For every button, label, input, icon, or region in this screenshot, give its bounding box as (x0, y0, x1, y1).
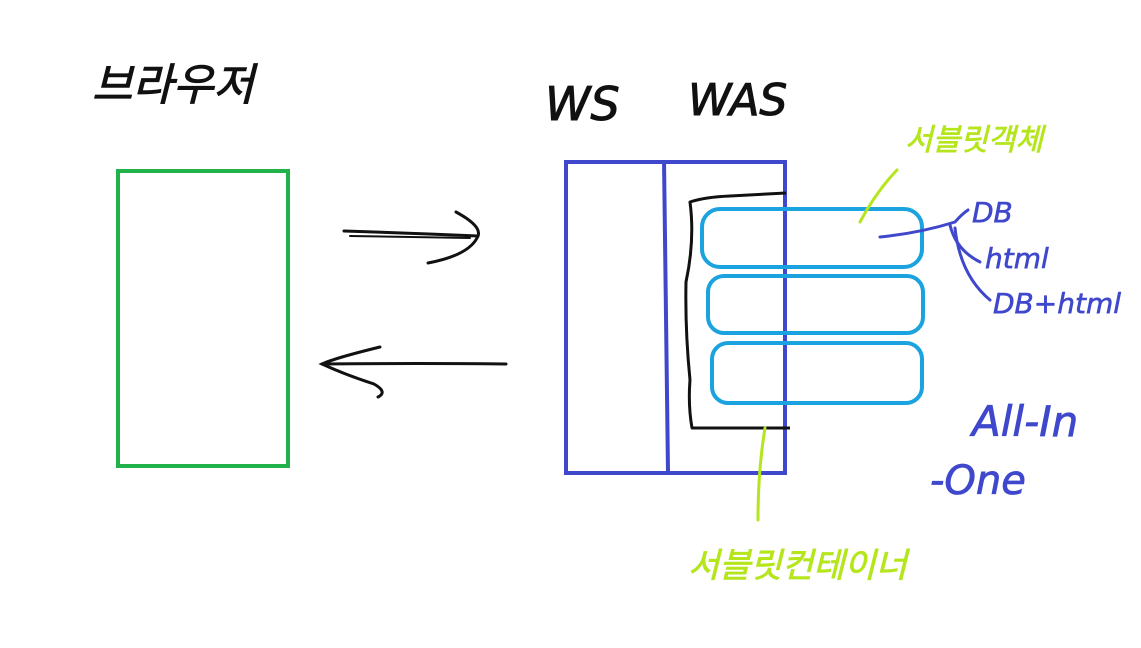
request-arrow (342, 210, 481, 265)
browser-label: 브라우저 (92, 60, 258, 111)
servlet-object-note: 서블릿객체 (858, 123, 1047, 224)
all-in-one-line1: All-In (969, 397, 1078, 446)
servlet-object-label: 서블릿객체 (905, 123, 1046, 158)
servlet-container-note: 서블릿컨테이너 (688, 426, 911, 586)
all-in-one-line2: -One (930, 458, 1026, 504)
content-pointer-lines (878, 208, 992, 302)
servlet-container-outline (684, 191, 790, 430)
db-label: DB (972, 196, 1013, 229)
servlet-cell-3 (710, 341, 924, 405)
browser-box (116, 169, 290, 468)
servlet-cell-2 (706, 274, 925, 335)
was-label: WAS (688, 75, 787, 126)
servlet-cell-1 (700, 207, 924, 269)
servlet-container-label: 서블릿컨테이너 (688, 546, 911, 586)
response-arrow (318, 345, 508, 399)
ws-label: WS (545, 77, 620, 131)
db-html-label: DB+html (993, 287, 1121, 320)
html-label: html (985, 242, 1049, 275)
server-box (564, 159, 787, 475)
